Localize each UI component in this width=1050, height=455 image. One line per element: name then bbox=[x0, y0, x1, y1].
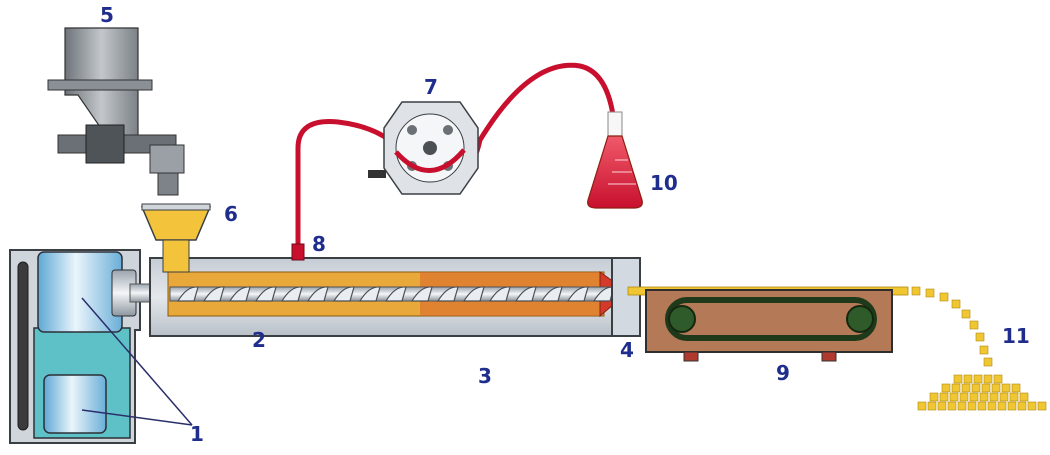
label-10: 10 bbox=[650, 171, 678, 195]
label-2: 2 bbox=[252, 328, 266, 352]
label-9: 9 bbox=[776, 361, 790, 385]
pellet bbox=[1019, 392, 1029, 402]
pellet bbox=[983, 374, 993, 384]
screw-flight bbox=[540, 286, 563, 302]
pellet bbox=[975, 332, 985, 342]
feed-hopper bbox=[140, 203, 212, 273]
pellet bbox=[999, 392, 1009, 402]
pellet bbox=[947, 401, 957, 411]
label-4: 4 bbox=[620, 338, 634, 362]
pellet bbox=[917, 401, 927, 411]
die-plate bbox=[611, 257, 641, 337]
pellet bbox=[969, 320, 979, 330]
screw-flight bbox=[306, 286, 329, 302]
screw-flight bbox=[384, 286, 407, 302]
pellet bbox=[991, 383, 1001, 393]
drive-belt bbox=[17, 261, 29, 431]
conveyor-roller-right bbox=[846, 305, 874, 333]
pellet bbox=[937, 401, 947, 411]
label-11: 11 bbox=[1002, 324, 1030, 348]
pellet bbox=[987, 401, 997, 411]
pellet bbox=[927, 401, 937, 411]
screw-flight bbox=[410, 286, 433, 302]
screw-flight bbox=[176, 286, 199, 302]
peristaltic-pump bbox=[368, 101, 479, 195]
pellet bbox=[1001, 383, 1011, 393]
label-3: 3 bbox=[478, 364, 492, 388]
pellet bbox=[983, 357, 993, 367]
number-labels: 1 2 3 4 5 6 7 8 9 10 11 bbox=[100, 3, 1030, 446]
label-5: 5 bbox=[100, 3, 114, 27]
injection-port bbox=[291, 243, 305, 261]
leader-line-1b bbox=[81, 409, 193, 426]
screw-flight bbox=[228, 286, 251, 302]
pellet bbox=[939, 292, 949, 302]
pellets bbox=[911, 286, 1047, 411]
screw-flight bbox=[488, 286, 511, 302]
screw bbox=[169, 286, 615, 302]
pellet bbox=[949, 392, 959, 402]
pellet bbox=[979, 392, 989, 402]
pellet bbox=[1027, 401, 1037, 411]
motor-assembly bbox=[9, 249, 193, 444]
label-6: 6 bbox=[224, 202, 238, 226]
pellet bbox=[929, 392, 939, 402]
pellet bbox=[1011, 383, 1021, 393]
pellet bbox=[1007, 401, 1017, 411]
pellet bbox=[911, 286, 921, 296]
erlenmeyer-flask bbox=[587, 111, 643, 209]
pellet bbox=[961, 309, 971, 319]
pellet bbox=[957, 401, 967, 411]
screw-flight bbox=[280, 286, 303, 302]
pellet bbox=[939, 392, 949, 402]
pellet bbox=[961, 383, 971, 393]
screw-flight bbox=[436, 286, 459, 302]
pellet bbox=[977, 401, 987, 411]
drive-motor bbox=[43, 374, 107, 434]
pellet bbox=[925, 288, 935, 298]
cooling-conveyor bbox=[645, 289, 893, 362]
pellet bbox=[941, 383, 951, 393]
pellet bbox=[967, 401, 977, 411]
pellet bbox=[971, 383, 981, 393]
leader-line-1a bbox=[81, 297, 193, 426]
label-8: 8 bbox=[312, 232, 326, 256]
pellet bbox=[997, 401, 1007, 411]
pellet bbox=[973, 374, 983, 384]
pellet bbox=[1009, 392, 1019, 402]
conveyor-roller-left bbox=[668, 305, 696, 333]
pellet bbox=[963, 374, 973, 384]
screw-flight bbox=[202, 286, 225, 302]
pellet bbox=[989, 392, 999, 402]
pellet bbox=[953, 374, 963, 384]
screw-flight bbox=[254, 286, 277, 302]
screw-flight bbox=[462, 286, 485, 302]
pellet bbox=[979, 345, 989, 355]
gravimetric-feeder bbox=[47, 27, 185, 196]
screw-flight bbox=[358, 286, 381, 302]
pellet bbox=[969, 392, 979, 402]
pellet bbox=[1017, 401, 1027, 411]
pellet bbox=[981, 383, 991, 393]
pellet bbox=[959, 392, 969, 402]
pellet bbox=[951, 383, 961, 393]
screw-flight bbox=[514, 286, 537, 302]
pellet bbox=[993, 374, 1003, 384]
pellet bbox=[1037, 401, 1047, 411]
label-7: 7 bbox=[424, 75, 438, 99]
main-motor bbox=[37, 251, 123, 333]
label-1: 1 bbox=[190, 422, 204, 446]
screw-flight bbox=[332, 286, 355, 302]
pellet bbox=[951, 299, 961, 309]
screw-flight bbox=[566, 286, 589, 302]
